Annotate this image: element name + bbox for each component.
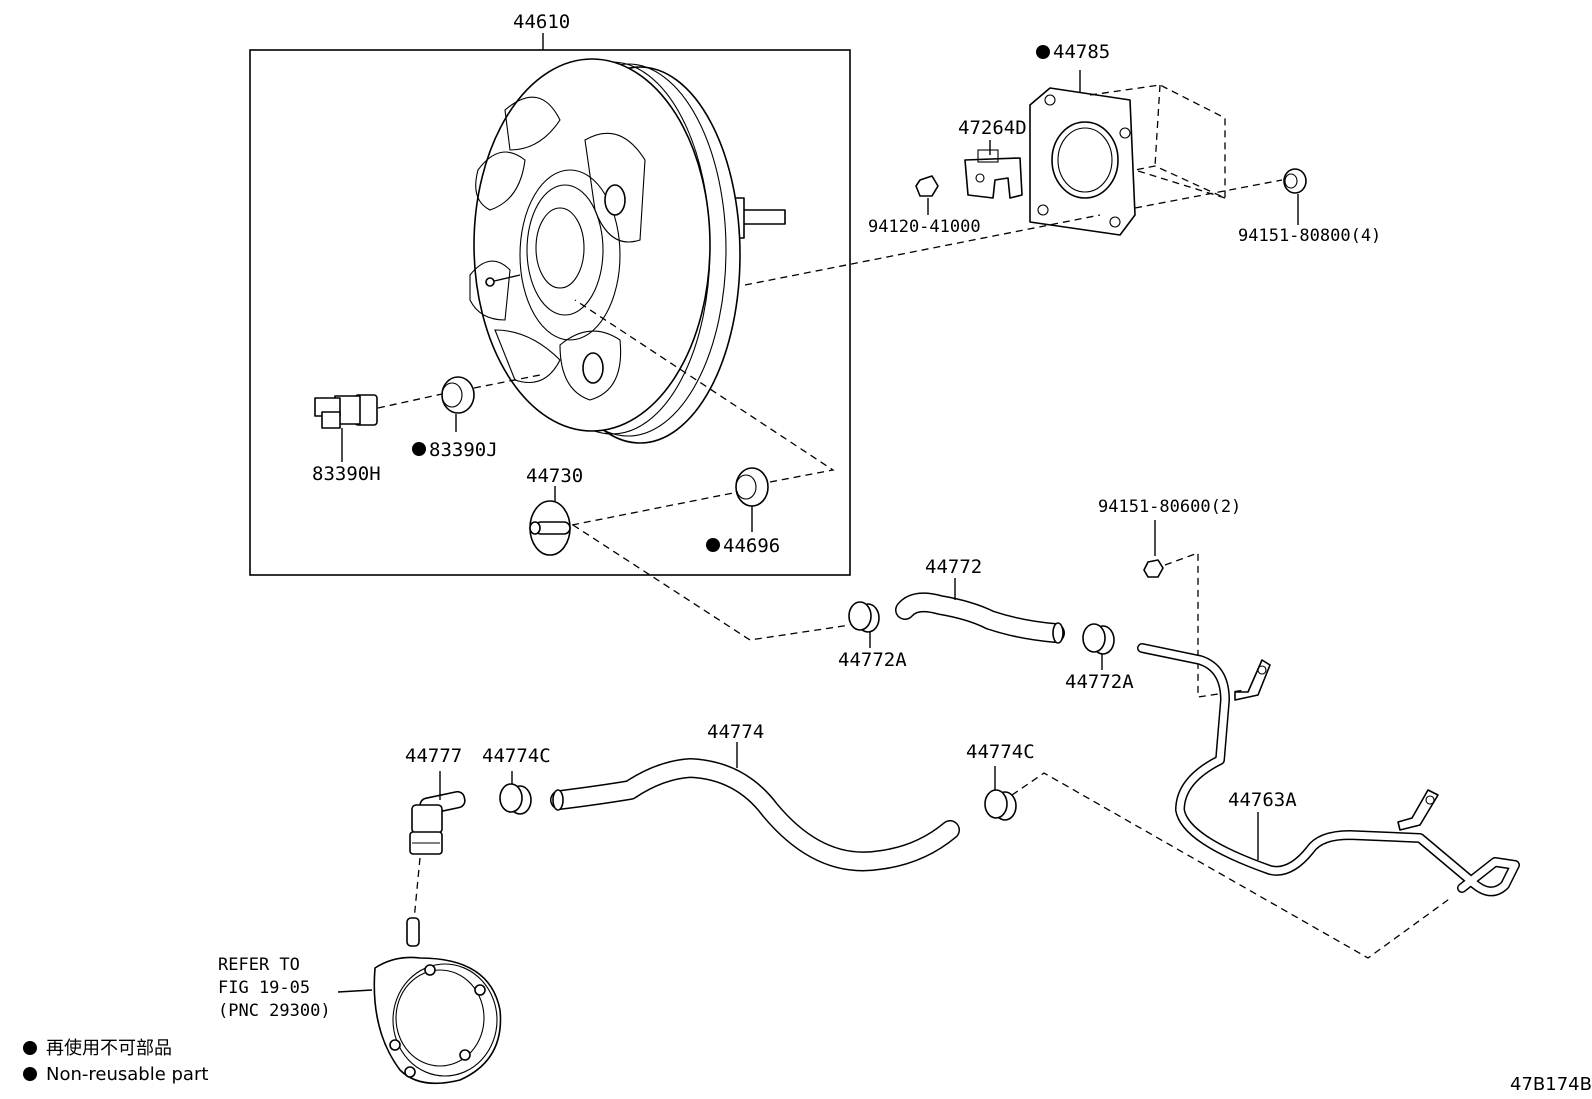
- label-44730[interactable]: 44730: [526, 465, 583, 487]
- booster-assembly-box: [249, 49, 851, 576]
- hose-connector-44777[interactable]: [409, 790, 466, 855]
- label-47264D[interactable]: 47264D: [958, 117, 1027, 139]
- hose-clamp-2[interactable]: [1082, 623, 1115, 655]
- label-44774C-1[interactable]: 44774C: [482, 745, 551, 767]
- vacuum-hose-44774[interactable]: [550, 758, 960, 872]
- sensor-grommet[interactable]: [441, 376, 475, 414]
- hose-clamp-1[interactable]: [848, 601, 880, 633]
- vacuum-pump[interactable]: [373, 917, 502, 1085]
- legend-bullet-en: [23, 1067, 37, 1081]
- legend-bullet-jp: [23, 1041, 37, 1055]
- bolt-94151-80600[interactable]: [1143, 559, 1164, 578]
- hose-clamp-3[interactable]: [499, 783, 532, 815]
- non-reusable-mark-44696: [706, 538, 720, 552]
- label-44772A-1[interactable]: 44772A: [838, 649, 907, 671]
- nut-94120[interactable]: [915, 175, 939, 197]
- label-94151-80800[interactable]: 94151-80800(4): [1238, 226, 1381, 246]
- clevis-bracket[interactable]: [964, 149, 1023, 199]
- label-44774[interactable]: 44774: [707, 721, 764, 743]
- refer-line-1: REFER TO: [218, 955, 300, 975]
- label-94120-41000[interactable]: 94120-41000: [868, 217, 981, 237]
- label-44610[interactable]: 44610: [513, 11, 570, 33]
- label-44777[interactable]: 44777: [405, 745, 462, 767]
- check-valve-grommet[interactable]: [735, 467, 769, 507]
- label-83390H[interactable]: 83390H: [312, 463, 381, 485]
- refer-line-2: FIG 19-05: [218, 978, 310, 998]
- label-44785[interactable]: 44785: [1053, 41, 1110, 63]
- label-44696[interactable]: 44696: [723, 535, 780, 557]
- label-44774C-2[interactable]: 44774C: [966, 741, 1035, 763]
- booster-gasket[interactable]: [1029, 87, 1136, 236]
- nut-94151-80800[interactable]: [1283, 168, 1307, 194]
- legend-en: Non-reusable part: [46, 1064, 208, 1085]
- figure-id: 47B174B: [1510, 1074, 1592, 1095]
- refer-line-3: (PNC 29300): [218, 1001, 331, 1021]
- check-valve[interactable]: [529, 500, 571, 556]
- non-reusable-mark-83390J: [412, 442, 426, 456]
- label-44763A[interactable]: 44763A: [1228, 789, 1297, 811]
- non-reusable-mark-44785: [1036, 45, 1050, 59]
- brake-booster[interactable]: [469, 58, 786, 444]
- vacuum-sensor[interactable]: [314, 394, 378, 429]
- label-94151-80600[interactable]: 94151-80600(2): [1098, 497, 1241, 517]
- label-44772A-2[interactable]: 44772A: [1065, 671, 1134, 693]
- hose-clamp-4[interactable]: [984, 789, 1017, 821]
- legend-jp: 再使用不可部品: [46, 1038, 172, 1059]
- vacuum-hose-44772[interactable]: [895, 592, 1065, 644]
- vacuum-pipe-44763A[interactable]: [1137, 643, 1520, 897]
- label-83390J[interactable]: 83390J: [429, 439, 498, 461]
- label-44772[interactable]: 44772: [925, 556, 982, 578]
